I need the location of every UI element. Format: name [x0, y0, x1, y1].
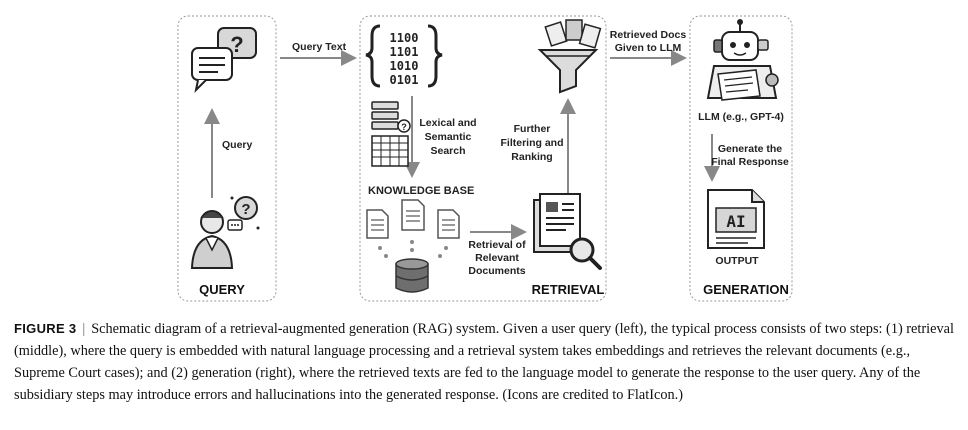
label-knowledge-base: KNOWLEDGE BASE [368, 185, 474, 197]
caption-text: Schematic diagram of a retrieval-augment… [14, 321, 954, 403]
svg-text:?: ? [241, 201, 250, 218]
label-query-text: Query Text [292, 41, 347, 53]
binary-line-4: 0101 [390, 73, 419, 87]
label-further-1: Further [514, 123, 551, 135]
document-icon [366, 209, 389, 239]
ai-text: AI [726, 212, 745, 231]
database-icon [395, 258, 429, 293]
label-lexical-2: Semantic [425, 131, 472, 143]
robot-llm-icon [706, 19, 779, 101]
caption-separator: | [82, 321, 86, 337]
label-query: Query [222, 139, 253, 151]
label-llm: LLM (e.g., GPT-4) [698, 111, 784, 123]
person-question-icon: ? [190, 196, 260, 269]
retrieval-panel-title: RETRIEVAL [532, 282, 605, 297]
query-panel-title: QUERY [199, 282, 245, 297]
label-generate-2: Final Response [711, 156, 789, 168]
label-lexical-3: Search [430, 145, 465, 157]
binary-line-2: 1101 [390, 45, 419, 59]
binary-code-icon: 1100 1101 1010 0101 [365, 24, 443, 88]
figure-caption: FIGURE 3 |Schematic diagram of a retrieva… [14, 318, 958, 406]
document-icon [437, 209, 460, 239]
generation-panel [689, 15, 793, 302]
document-icon [401, 199, 425, 231]
label-retrieved-docs-1: Retrieved Docs [610, 29, 687, 41]
binary-line-3: 1010 [390, 59, 419, 73]
rag-diagram: QUERY RETRIEVAL GENERATION Query Text Qu… [177, 15, 793, 302]
binary-line-1: 1100 [390, 31, 419, 45]
label-generate-1: Generate the [718, 143, 782, 155]
label-lexical-1: Lexical and [419, 117, 476, 129]
generation-panel-title: GENERATION [703, 282, 789, 297]
question-chat-icon: ? [191, 27, 257, 94]
database-search-icon: ? [371, 101, 411, 167]
kb-connector-dots [378, 240, 448, 258]
ai-document-icon: AI [707, 189, 765, 249]
label-further-2: Filtering and [501, 137, 564, 149]
document-magnifier-icon [533, 193, 602, 270]
svg-text:?: ? [401, 122, 407, 132]
query-panel [177, 15, 277, 302]
svg-text:?: ? [230, 32, 243, 57]
label-retrieval-of-1: Retrieval of [468, 239, 526, 251]
figure-label: FIGURE 3 [14, 321, 77, 336]
label-retrieved-docs-2: Given to LLM [615, 42, 682, 54]
retrieval-panel [359, 15, 607, 302]
label-retrieval-of-3: Documents [468, 265, 525, 277]
label-retrieval-of-2: Relevant [475, 252, 519, 264]
funnel-documents-icon [537, 19, 602, 94]
label-output: OUTPUT [715, 255, 759, 267]
label-further-3: Ranking [511, 151, 552, 163]
